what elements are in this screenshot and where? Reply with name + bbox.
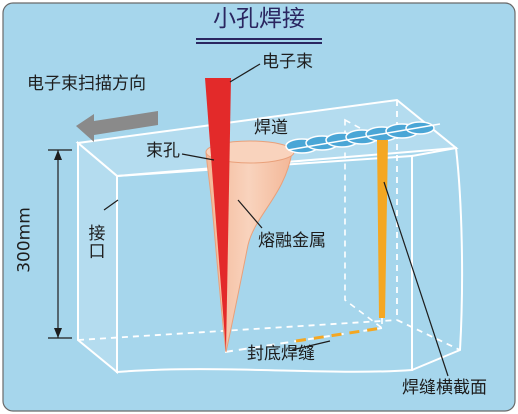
label-thickness: 300mm <box>14 207 35 273</box>
label-electron-beam: 电子束 <box>262 52 313 72</box>
leader-cross-section <box>383 181 449 377</box>
leader-seal-weld <box>291 340 331 351</box>
weld-track-line <box>287 123 441 151</box>
leader-keyhole <box>181 153 215 161</box>
electron-beam <box>205 78 231 352</box>
leader-joint <box>103 199 119 211</box>
label-joint-line1: 接 <box>88 224 106 244</box>
label-seal-weld: 封底焊缝 <box>247 344 315 364</box>
label-joint-line2: 口 <box>88 241 106 262</box>
left-arrow-icon <box>76 111 158 142</box>
seal-weld-yellow <box>295 326 383 343</box>
label-weld-cross-section: 焊缝横截面 <box>402 378 487 398</box>
title-underline-1 <box>196 38 322 40</box>
label-keyhole: 束孔 <box>146 141 180 161</box>
label-scan-direction: 电子束扫描方向 <box>27 74 146 94</box>
diagram-title: 小孔焊接 <box>213 6 305 32</box>
block-hidden-right-bottom <box>396 319 461 351</box>
label-molten-metal: 熔融金属 <box>258 231 326 251</box>
leader-electron-beam <box>229 63 261 83</box>
label-joint: 接 口 <box>86 224 108 262</box>
thickness-dimension <box>48 149 72 339</box>
block-front-outline <box>116 154 413 374</box>
leader-molten <box>237 199 263 229</box>
block-right-face <box>411 146 464 371</box>
block-hidden-bottom <box>77 319 398 341</box>
label-weld-track: 焊道 <box>254 118 288 138</box>
title-underline-2 <box>196 42 322 44</box>
